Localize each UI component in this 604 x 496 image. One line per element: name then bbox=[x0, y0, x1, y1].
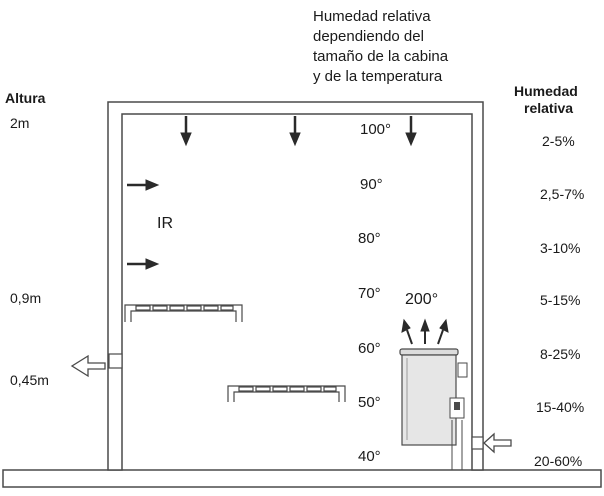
up-arrow-icon bbox=[437, 318, 449, 345]
height-label: 2m bbox=[10, 115, 30, 131]
down-arrow-icon bbox=[180, 116, 192, 147]
air-inlet-vent bbox=[471, 436, 484, 450]
caption-line: dependiendo del bbox=[313, 28, 424, 45]
humidity-axis-title: relativa bbox=[524, 100, 574, 116]
temperature-label: 60° bbox=[358, 340, 381, 357]
right-arrow-icon bbox=[127, 179, 160, 191]
temperature-label: 40° bbox=[358, 448, 381, 465]
caption-line: y de la temperatura bbox=[313, 68, 443, 85]
humidity-value: 8-25% bbox=[540, 346, 581, 362]
temperature-label: 90° bbox=[360, 176, 383, 193]
height-label: 0,45m bbox=[10, 372, 49, 388]
height-label: 0,9m bbox=[10, 290, 42, 306]
up-arrow-icon bbox=[401, 318, 413, 345]
humidity-value: 5-15% bbox=[540, 292, 581, 308]
humidity-value: 2-5% bbox=[542, 133, 575, 149]
height-axis-title: Altura bbox=[5, 90, 46, 106]
humidity-value: 3-10% bbox=[540, 240, 581, 256]
down-arrow-icon bbox=[289, 116, 301, 147]
floor-slab bbox=[2, 469, 602, 488]
ir-label: IR bbox=[157, 215, 173, 232]
diagram-caption: Humedad relativa dependiendo del tamaño … bbox=[313, 7, 593, 87]
lower-bench bbox=[227, 385, 346, 402]
temperature-label: 50° bbox=[358, 394, 381, 411]
up-arrow-icon bbox=[420, 318, 430, 344]
outline-arrow-icon bbox=[70, 354, 106, 378]
humidity-value: 20-60% bbox=[534, 453, 583, 469]
down-arrow-icon bbox=[405, 116, 417, 147]
temperature-label: 80° bbox=[358, 230, 381, 247]
humidity-axis-title: Humedad bbox=[514, 83, 578, 99]
heater-temperature: 200° bbox=[405, 291, 439, 308]
cabin-walls bbox=[107, 101, 484, 471]
caption-line: Humedad relativa bbox=[313, 8, 431, 25]
temperature-label: 70° bbox=[358, 285, 381, 302]
temperature-label: 100° bbox=[360, 121, 392, 138]
humidity-value: 2,5-7% bbox=[540, 186, 585, 202]
sauna-heater bbox=[399, 348, 468, 470]
humidity-value: 15-40% bbox=[536, 399, 585, 415]
caption-line: tamaño de la cabina bbox=[313, 48, 449, 65]
right-arrow-icon bbox=[127, 258, 160, 270]
air-outlet-vent bbox=[108, 353, 123, 369]
outline-arrow-icon bbox=[483, 432, 512, 454]
upper-bench bbox=[124, 304, 243, 322]
